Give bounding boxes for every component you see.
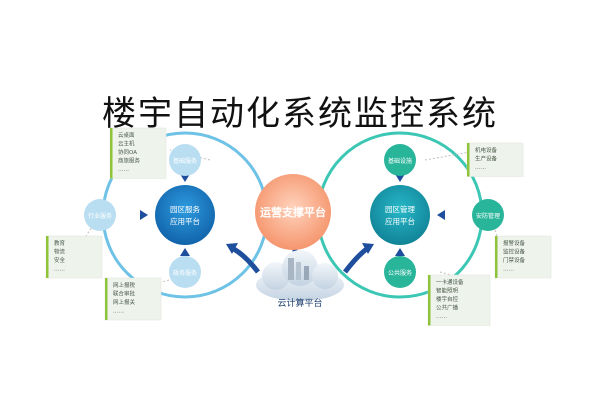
card-background [427, 274, 491, 326]
left-node-top [169, 144, 201, 176]
card-line: 公共广播 [436, 304, 459, 312]
left-node-left-label: 行业服务 [88, 212, 112, 220]
card-line: 商旅服务 [118, 157, 141, 165]
arrow-down-right [395, 174, 405, 182]
cloud-arrow-right [343, 245, 370, 274]
left-hub-label-line2: 应用平台 [170, 216, 200, 226]
card-line: 协同OA [118, 148, 137, 156]
card-line: …… [54, 267, 65, 273]
cloud-icon [256, 250, 344, 301]
card-line: 监控设备 [503, 248, 526, 256]
card-line: 网上报税 [113, 281, 136, 289]
card-background [104, 277, 162, 321]
left-node-bottom [169, 256, 201, 288]
right-node-top [384, 144, 416, 176]
arrow-up-right [395, 248, 405, 256]
left-node-left [84, 199, 116, 231]
card-line: 云桌面 [118, 131, 135, 139]
right-hub [370, 185, 430, 245]
card-line: 报警设备 [503, 239, 526, 247]
card-line: …… [436, 314, 447, 320]
card-line: …… [475, 165, 486, 171]
center-node-label: 运营支撑平台 [260, 205, 326, 219]
card-line: 生产设备 [475, 155, 498, 163]
arrow-right-left [140, 210, 148, 220]
center-node [255, 174, 331, 250]
right-node-bottom [384, 256, 416, 288]
card-accent-bar [467, 143, 470, 177]
card-line: 门禁设备 [503, 256, 526, 264]
left-node-bottom-label: 政务服务 [173, 269, 197, 277]
card-line: 联合审批 [113, 290, 136, 298]
card-accent-bar [428, 275, 431, 326]
ring-arrows [140, 174, 445, 256]
info-cards: 云桌面云主机协同OA商旅服务……教育物流安全……网上报税联合审批网上报关……机电… [45, 127, 552, 326]
right-node-right [472, 199, 504, 231]
card-line: 网上报关 [113, 298, 136, 306]
card-line: 一卡通设备 [436, 278, 464, 286]
card-accent-bar [495, 236, 498, 278]
cloud-label: 云计算平台 [277, 297, 322, 309]
card-line: 智能照明 [436, 287, 459, 295]
card-background [466, 142, 524, 177]
card-background [45, 235, 103, 279]
left-hub-label-line1: 园区服务 [170, 204, 200, 214]
right-node-top-label: 基础设施 [388, 157, 412, 165]
right-hub-label-line2: 应用平台 [385, 216, 415, 226]
card-accent-bar [46, 236, 49, 278]
page-title: 楼宇自动化系统监控系统 [102, 94, 498, 134]
left-node-top-label: 基础服务 [173, 157, 197, 165]
card-line: …… [113, 309, 124, 315]
right-hub-label-line1: 园区管理 [385, 204, 415, 214]
card-line: …… [118, 167, 129, 173]
card-line: 云主机 [118, 140, 135, 148]
left-hub [155, 185, 215, 245]
card-line: 物流 [54, 248, 66, 256]
card-line: 教育 [54, 239, 66, 247]
right-node-right-label: 安防管理 [476, 212, 500, 220]
card-accent-bar [105, 278, 108, 320]
card-line: 机电设备 [475, 146, 498, 154]
card-accent-bar [110, 128, 113, 179]
card-line: 安全 [54, 256, 66, 264]
card-background [109, 127, 167, 179]
card-line: …… [503, 267, 514, 273]
arrow-up-left [180, 248, 190, 256]
card-background [494, 235, 552, 279]
arrow-down-left [180, 174, 190, 182]
card-line: 楼宇自控 [436, 295, 459, 303]
arrow-left-right [437, 210, 445, 220]
right-node-bottom-label: 公共服务 [388, 269, 412, 277]
